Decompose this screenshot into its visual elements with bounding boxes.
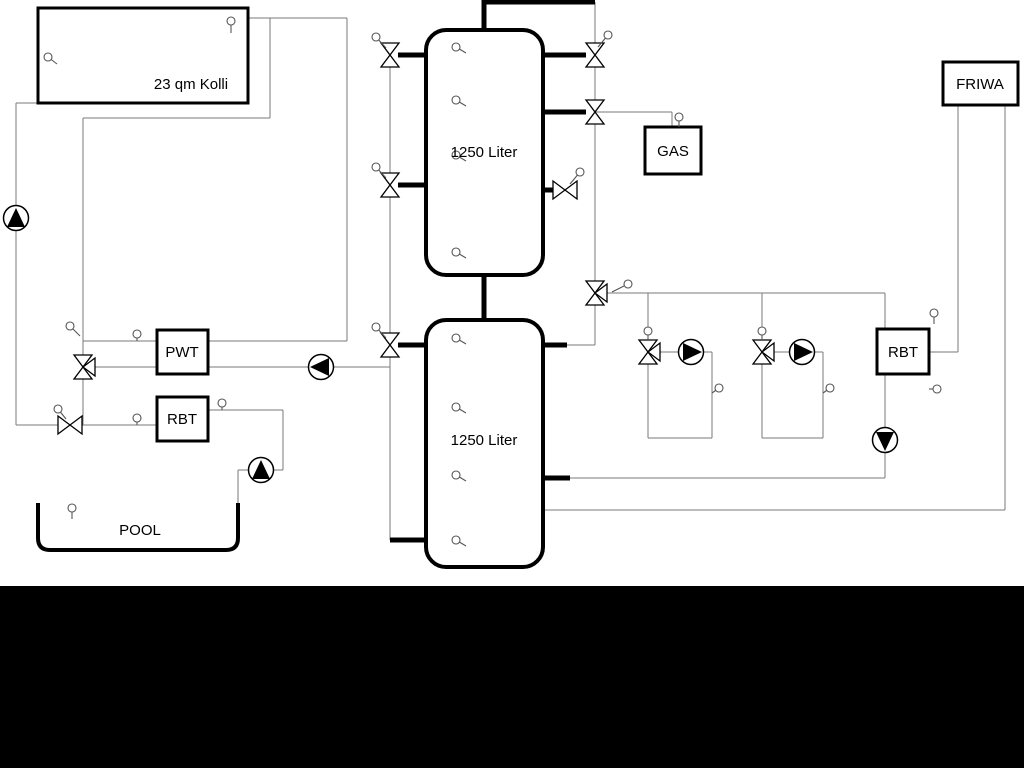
sensor-icon (451, 247, 467, 259)
sensor-icon (611, 279, 633, 293)
pool-label: POOL (119, 522, 161, 539)
sensor-icon (929, 384, 942, 394)
pool-basin (36, 503, 240, 552)
sensor-icon (597, 30, 613, 48)
friwa-label: FRIWA (956, 76, 1004, 93)
sensor-icon (371, 162, 387, 179)
friwa-station-box (941, 60, 1020, 107)
sensors (43, 16, 942, 547)
sensor-icon (451, 333, 467, 345)
sensor-icon (757, 326, 767, 340)
gas-label: GAS (657, 143, 689, 160)
sensor-icon (451, 535, 467, 547)
valve-icon (379, 332, 401, 358)
pump-icon (788, 338, 816, 366)
pumps (2, 204, 899, 484)
sensor-icon (451, 470, 467, 482)
thick-pipes (390, 0, 595, 543)
valve-icon (552, 179, 578, 201)
sensor-icon (643, 326, 653, 340)
sensor-icon (217, 398, 227, 410)
sensor-icon (711, 383, 724, 394)
gas-boiler-box (643, 125, 703, 176)
three-way-valve-icon (72, 354, 96, 380)
pump-icon (307, 353, 335, 381)
sensor-icon (929, 308, 939, 324)
rbt-left-box (155, 395, 210, 443)
pump-icon (871, 426, 899, 454)
collector-label: 23 qm Kolli (154, 76, 228, 93)
bottom-black-band (0, 586, 1024, 768)
tank-top-label: 1250 Liter (451, 144, 518, 161)
pump-icon (677, 338, 705, 366)
pwt-label: PWT (165, 344, 198, 361)
three-way-valve-icon (751, 339, 775, 365)
valve-icon (379, 172, 401, 198)
valve-icon (379, 42, 401, 68)
rbt-right-label: RBT (888, 344, 918, 361)
sensor-icon (371, 32, 387, 49)
tank-bottom-label: 1250 Liter (451, 432, 518, 449)
sensor-icon (569, 167, 585, 185)
rbt-left-label: RBT (167, 411, 197, 428)
sensor-icon (451, 42, 467, 54)
pwt-heat-exchanger-box (155, 328, 210, 376)
three-way-valve-icon (637, 339, 661, 365)
sensor-icon (65, 321, 81, 337)
solar-collector-box (36, 6, 250, 105)
sensor-icon (822, 383, 835, 394)
sensor-icon (53, 404, 67, 420)
rbt-right-box (875, 327, 931, 376)
valves (57, 42, 775, 436)
sensor-icon (67, 503, 77, 519)
buffer-tank-bottom (424, 318, 545, 569)
valve-icon (584, 42, 606, 68)
sensor-icon (674, 112, 684, 127)
sensor-icon (226, 16, 236, 33)
sensor-icon (451, 150, 467, 162)
pump-icon (247, 456, 275, 484)
sensor-icon (43, 52, 58, 65)
sensor-icon (451, 402, 467, 414)
three-way-valve-icon (584, 280, 608, 306)
sensor-icon (132, 329, 142, 341)
thin-pipes (15, 2, 1006, 540)
sensor-icon (451, 95, 467, 107)
pump-icon (2, 204, 30, 232)
valve-icon (57, 414, 83, 436)
sensor-icon (132, 413, 142, 425)
sensor-icon (371, 322, 387, 339)
buffer-tank-top (424, 28, 545, 277)
valve-icon (584, 99, 606, 125)
